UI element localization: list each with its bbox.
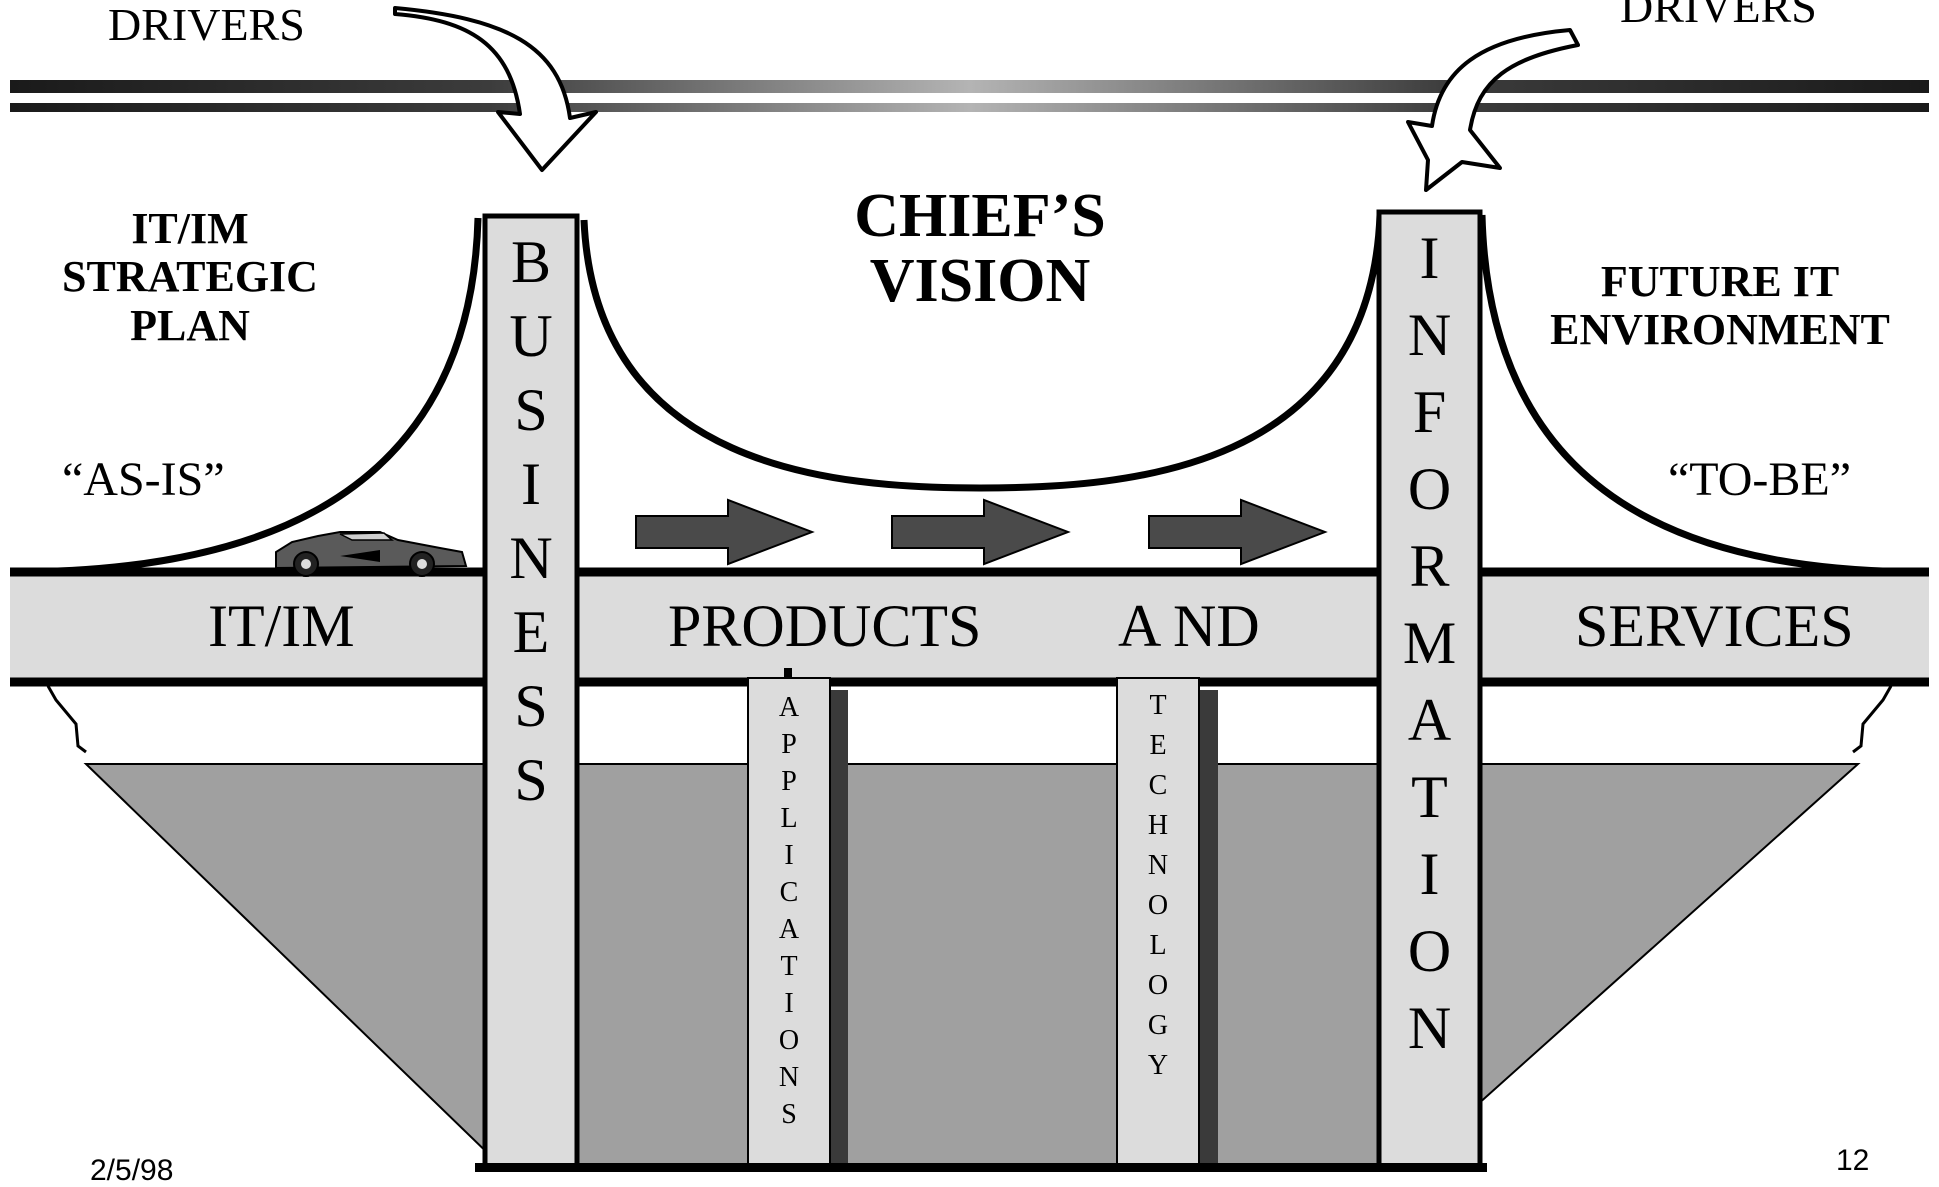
progress-arrow-3 — [1148, 498, 1328, 566]
information-letter: I — [1419, 225, 1440, 291]
future-it-line-2: ENVIRONMENT — [1550, 305, 1890, 355]
business-tower — [482, 213, 580, 1170]
cable-center — [580, 214, 1384, 492]
technology-letter: E — [1149, 730, 1167, 761]
technology-letter: O — [1147, 890, 1169, 921]
business-letter: N — [509, 525, 553, 591]
information-letter: N — [1407, 302, 1452, 368]
information-letter: O — [1407, 918, 1452, 984]
technology-letter: H — [1147, 810, 1169, 841]
deck-label-it-im: IT/IM — [208, 593, 355, 659]
applications-letter: A — [778, 914, 800, 945]
sports-car — [275, 531, 468, 577]
header-bar-top — [10, 80, 1929, 93]
information-tower — [1376, 209, 1483, 1170]
ground-line — [475, 1163, 1487, 1172]
road-deck — [10, 572, 1929, 682]
technology-letter: N — [1147, 850, 1169, 881]
bridge-foundation — [83, 763, 1861, 1166]
progress-arrow-2 — [891, 498, 1071, 566]
future-it-heading: FUTURE IT ENVIRONMENT — [1520, 257, 1920, 355]
strategic-plan-line-2: STRATEGIC — [62, 252, 318, 302]
drivers-right-label: DRIVERS — [1620, 0, 1817, 32]
strategic-plan-line-3: PLAN — [130, 300, 250, 350]
applications-letter: P — [781, 766, 797, 797]
strategic-plan-heading: IT/IM STRATEGIC PLAN — [20, 204, 360, 350]
chiefs-vision-line-1: CHIEF’S — [854, 182, 1106, 250]
information-letter: N — [1407, 995, 1452, 1061]
applications-letter: I — [784, 988, 794, 1019]
information-letter: O — [1407, 456, 1452, 522]
chiefs-vision-line-2: VISION — [869, 247, 1091, 316]
technology-letter: G — [1147, 1010, 1169, 1041]
applications-letter: C — [779, 877, 799, 908]
applications-letter: N — [778, 1062, 800, 1093]
applications-letter: I — [784, 840, 794, 871]
slide-page-number: 12 — [1836, 1144, 1870, 1177]
drivers-left-arrow — [393, 6, 598, 172]
business-letter: B — [510, 229, 552, 295]
applications-letter: L — [780, 803, 798, 834]
header-bar-bottom — [10, 103, 1929, 112]
business-letter: S — [514, 673, 548, 739]
technology-letter: Y — [1147, 1050, 1169, 1081]
information-letter: F — [1412, 379, 1447, 445]
applications-letter: S — [781, 1099, 797, 1130]
left-abutment — [46, 685, 87, 754]
as-is-label: “AS-IS” — [62, 453, 225, 506]
technology-pillar — [1116, 677, 1200, 1166]
information-letter: I — [1419, 841, 1440, 907]
business-letter: I — [521, 451, 541, 517]
technology-letter: O — [1147, 970, 1169, 1001]
applications-letter: P — [781, 729, 797, 760]
slide-date: 2/5/98 — [90, 1154, 174, 1187]
applications-letter: O — [778, 1025, 800, 1056]
applications-letter: A — [778, 692, 800, 723]
business-letter: S — [514, 747, 548, 813]
information-letter: M — [1402, 610, 1457, 676]
technology-letter: C — [1148, 770, 1168, 801]
future-it-line-1: FUTURE IT — [1600, 257, 1840, 306]
deck-label-and: A ND — [1118, 593, 1260, 659]
chiefs-vision-heading: CHIEF’S VISION — [780, 182, 1180, 316]
strategic-plan-line-1: IT/IM — [131, 204, 249, 253]
deck-label-services: SERVICES — [1575, 593, 1854, 659]
technology-letter: L — [1149, 930, 1167, 961]
information-letter: T — [1411, 764, 1448, 830]
applications-pillar — [747, 677, 831, 1166]
to-be-label: “TO-BE” — [1668, 453, 1852, 506]
information-letter: A — [1407, 687, 1452, 753]
drivers-left-label: DRIVERS — [108, 0, 305, 50]
drivers-right-arrow — [1406, 28, 1580, 192]
deck-label-products: PRODUCTS — [668, 593, 982, 659]
information-letter: R — [1409, 533, 1450, 599]
right-abutment — [1852, 685, 1893, 754]
applications-letter: T — [780, 951, 798, 982]
technology-letter: T — [1149, 690, 1167, 721]
business-letter: E — [512, 599, 550, 665]
business-letter: U — [509, 303, 553, 369]
progress-arrow-1 — [635, 498, 815, 566]
business-letter: S — [514, 377, 548, 443]
